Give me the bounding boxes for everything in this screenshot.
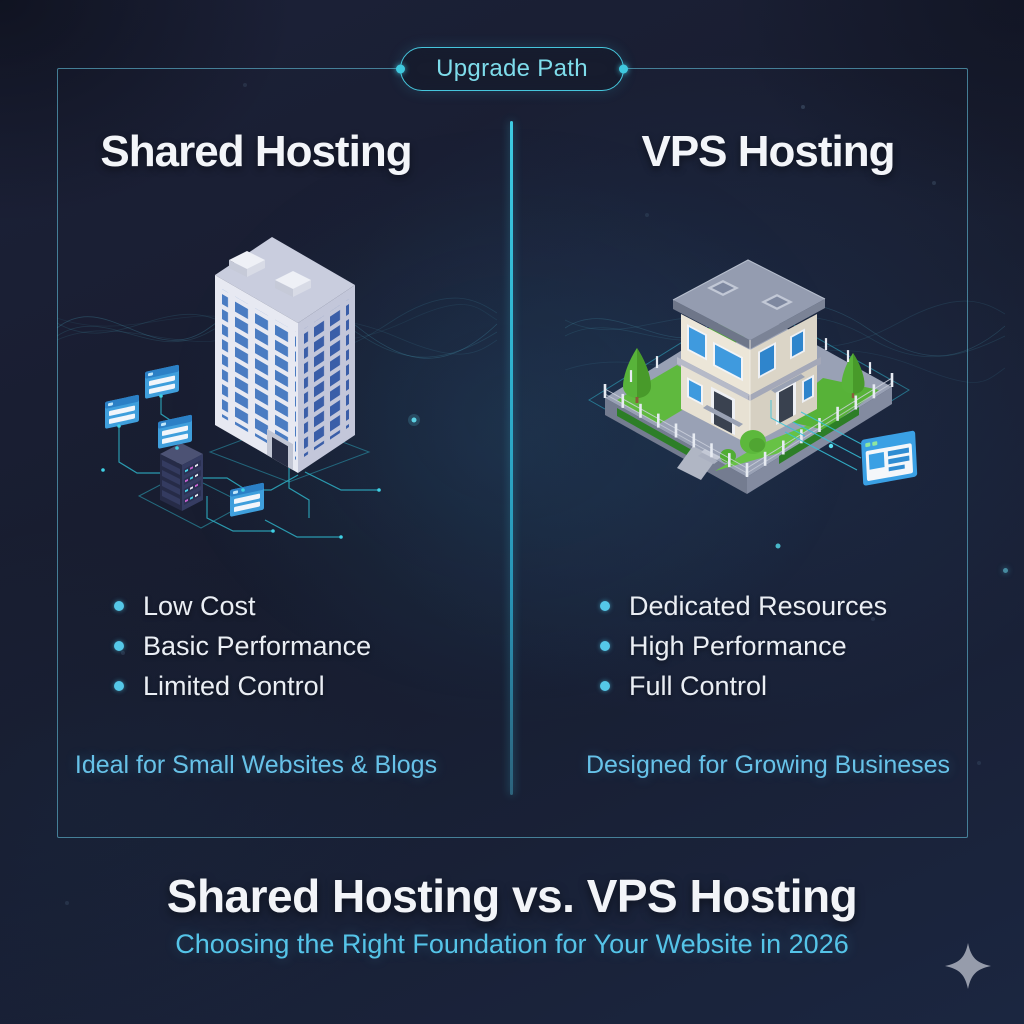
tree-icon [841, 353, 865, 399]
bush-shade [749, 438, 765, 452]
vps-hosting-illustration [565, 259, 1005, 549]
shared-hosting-illustration [57, 237, 497, 539]
bullet-item-dedicated-resources: Dedicated Resources [600, 586, 887, 626]
vps-hosting-bullets: Dedicated Resources High Performance Ful… [600, 586, 887, 706]
vps-hosting-heading: VPS Hosting [641, 127, 895, 176]
browser-card-icon [230, 482, 264, 517]
vps-hosting-tagline: Designed for Growing Busineses [585, 751, 951, 779]
bullet-dot [600, 641, 610, 651]
shared-hosting-heading: Shared Hosting [100, 127, 412, 176]
trace-node [775, 543, 781, 549]
background-stars [0, 0, 2, 2]
bullet-dot [600, 681, 610, 691]
glow-dot [411, 417, 417, 423]
page-subtitle: Choosing the Right Foundation for Your W… [175, 929, 849, 959]
bullet-item-full-control: Full Control [600, 666, 887, 706]
glow-dot [1003, 568, 1008, 573]
bullet-dot [600, 601, 610, 611]
badge-node-left [396, 64, 405, 74]
house [672, 259, 826, 445]
badge-label: Upgrade Path [436, 55, 588, 82]
bullet-item-high-performance: High Performance [600, 626, 887, 666]
bullet-item-low-cost: Low Cost [114, 586, 371, 626]
bullet-item-basic-performance: Basic Performance [114, 626, 371, 666]
bullet-dot [114, 641, 124, 651]
bullet-item-limited-control: Limited Control [114, 666, 371, 706]
tree-icon [623, 348, 651, 403]
badge-node-right [619, 64, 628, 74]
page-title: Shared Hosting vs. VPS Hosting [166, 870, 858, 922]
browser-card-icon [105, 394, 139, 429]
trace-nodes [101, 394, 381, 539]
fence [603, 338, 894, 477]
browser-card-icon [145, 364, 179, 399]
browser-card-icon [158, 414, 192, 449]
browser-card-icon [861, 430, 918, 486]
shared-hosting-bullets: Low Cost Basic Performance Limited Contr… [114, 586, 371, 706]
server-rack-icon [160, 443, 203, 511]
bullet-dot [114, 681, 124, 691]
bullet-dot [114, 601, 124, 611]
connection-lines [770, 400, 866, 471]
shared-hosting-tagline: Ideal for Small Websites & Blogs [74, 751, 438, 779]
apartment-building [215, 237, 355, 473]
upgrade-path-badge: Upgrade Path [396, 47, 628, 91]
column-divider [510, 121, 513, 795]
sparkle-icon [945, 943, 991, 989]
trace-node [828, 443, 834, 449]
